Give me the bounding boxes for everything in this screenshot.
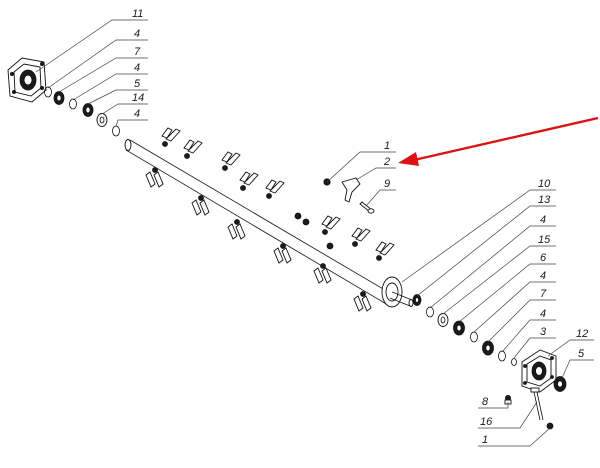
- red-arrow-shaft: [413, 116, 599, 162]
- callout-14: 14: [132, 92, 144, 104]
- callout-16: 16: [480, 416, 493, 428]
- callout-13: 13: [538, 194, 551, 206]
- callout-1: 1: [384, 140, 390, 152]
- callout-3: 3: [540, 326, 547, 338]
- main-shaft: [124, 139, 414, 308]
- callout-7: 7: [540, 288, 547, 300]
- callout-4: 4: [540, 214, 546, 226]
- callout-4: 4: [134, 62, 140, 74]
- callout-2: 2: [383, 156, 390, 168]
- callout-4: 4: [540, 308, 546, 320]
- callout-7: 7: [134, 46, 141, 58]
- callout-12: 12: [576, 328, 588, 340]
- callout-9: 9: [384, 178, 390, 190]
- red-arrow: [398, 116, 599, 166]
- callout-4: 4: [134, 28, 140, 40]
- callout-4: 4: [134, 108, 140, 120]
- left-small-parts: [44, 86, 120, 137]
- right-small-parts: [412, 294, 517, 366]
- callout-1: 1: [482, 434, 488, 446]
- callout-4: 4: [540, 270, 546, 282]
- leader-lines: [35, 19, 594, 447]
- loose-parts-mid: [323, 177, 375, 214]
- callout-11: 11: [132, 8, 143, 20]
- callout-labels: 11 4 7 4 5 14 4 1 2 9 10 13 4 15 6 4 7 4…: [132, 8, 588, 446]
- callout-5: 5: [578, 348, 585, 360]
- callout-10: 10: [538, 178, 551, 190]
- callout-15: 15: [538, 234, 551, 246]
- right-bearing-housing: [521, 349, 567, 393]
- callout-6: 6: [540, 252, 547, 264]
- tines-lower: [145, 167, 372, 312]
- red-arrow-head: [398, 152, 419, 166]
- bottom-small-parts: [504, 387, 554, 430]
- tines-upper: [161, 127, 395, 261]
- callout-8: 8: [482, 396, 489, 408]
- left-bearing-housing: [7, 57, 47, 103]
- callout-5: 5: [134, 78, 141, 90]
